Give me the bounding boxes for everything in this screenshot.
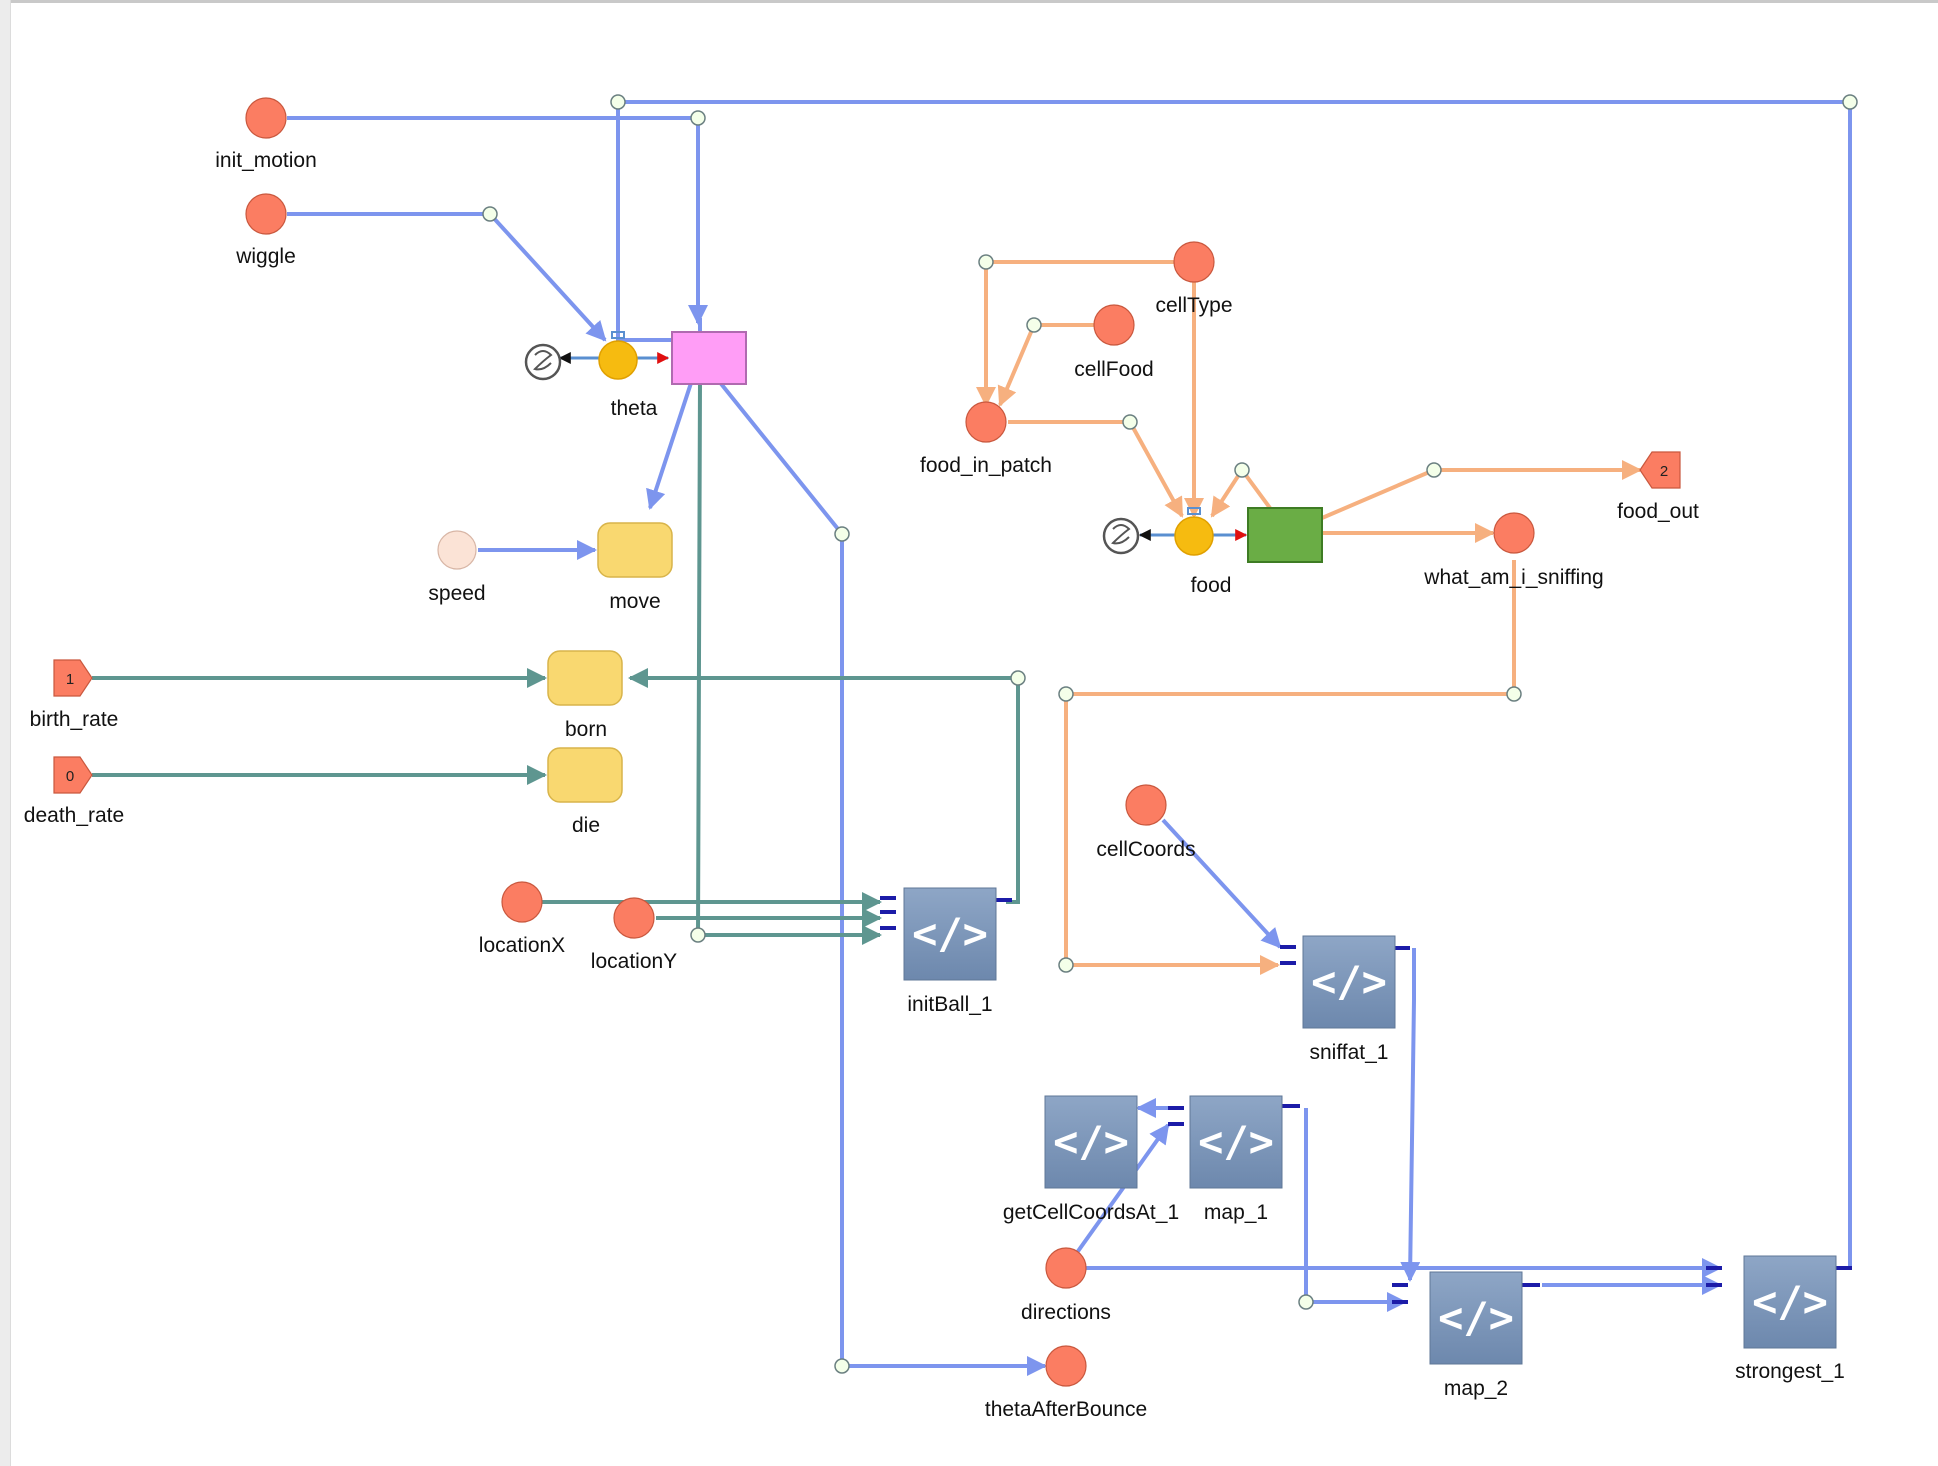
- food-in-patch-node[interactable]: [965, 401, 1007, 443]
- move-label: move: [609, 590, 660, 613]
- theta-stock[interactable]: [671, 331, 747, 385]
- cellcoords-node[interactable]: [1125, 784, 1167, 826]
- born-label: born: [565, 718, 607, 741]
- init-motion-label: init_motion: [215, 149, 317, 172]
- link-sniffing-to-sniffat: [1064, 560, 1516, 975]
- locationx-node[interactable]: [501, 881, 543, 923]
- die-converter[interactable]: [547, 747, 623, 803]
- sniffat-code-block[interactable]: </>: [1302, 935, 1396, 1029]
- map2-code-block[interactable]: </>: [1429, 1271, 1523, 1365]
- birth-rate-value: 1: [66, 671, 74, 688]
- getcellcoordsat-label: getCellCoordsAt_1: [1003, 1201, 1179, 1224]
- left-scroll-strip: [0, 0, 11, 1466]
- window-top-border: [0, 0, 1938, 3]
- directions-label: directions: [1021, 1301, 1111, 1324]
- link-theta-to-initball: [695, 379, 882, 945]
- food-out-value: 2: [1660, 463, 1668, 480]
- die-label: die: [572, 814, 600, 837]
- locationy-node[interactable]: [613, 897, 655, 939]
- theta-flow-valve[interactable]: [598, 340, 638, 380]
- what-am-i-sniffing-node[interactable]: [1493, 512, 1535, 554]
- link-initball-to-born: [628, 668, 1020, 904]
- link-init-motion-to-theta-stock: [616, 102, 702, 342]
- link-sniffat-to-map2: [1400, 948, 1421, 1282]
- what-am-i-sniffing-label: what_am_i_sniffing: [1423, 566, 1603, 589]
- food-valve-handle: [1187, 507, 1201, 515]
- cellfood-label: cellFood: [1074, 358, 1153, 381]
- teal-links: [92, 379, 1020, 945]
- link-big-loop-top: [618, 100, 1852, 1270]
- wiggle-node[interactable]: [245, 193, 287, 235]
- speed-label: speed: [428, 582, 485, 605]
- food-label: food: [1191, 574, 1232, 597]
- link-food-to-food-out: [1321, 460, 1642, 520]
- strongest-code-block[interactable]: </>: [1743, 1255, 1837, 1349]
- code-icon: </>: [1053, 1117, 1129, 1166]
- celltype-label: cellType: [1155, 294, 1232, 317]
- link-celltype-to-foodinpatch: [976, 260, 1180, 407]
- link-theta-to-move: [646, 379, 694, 510]
- theta-label: theta: [611, 397, 658, 420]
- map1-label: map_1: [1204, 1201, 1268, 1224]
- code-icon: </>: [1438, 1293, 1514, 1342]
- theta-after-bounce-label: thetaAfterBounce: [985, 1398, 1147, 1421]
- food-out-label: food_out: [1617, 500, 1699, 523]
- directions-node[interactable]: [1045, 1247, 1087, 1289]
- birth-rate-port[interactable]: [53, 659, 93, 697]
- birth-rate-label: birth_rate: [30, 708, 119, 731]
- death-rate-value: 0: [66, 768, 74, 785]
- cloud-icon: [524, 343, 562, 381]
- food-flow-valve[interactable]: [1174, 516, 1214, 556]
- connector-ticks: [880, 896, 1852, 1304]
- food-stock[interactable]: [1247, 507, 1323, 563]
- locationy-label: locationY: [591, 950, 677, 973]
- sniffat-label: sniffat_1: [1309, 1041, 1388, 1064]
- link-map1-to-map2: [1304, 1108, 1407, 1312]
- born-converter[interactable]: [547, 650, 623, 706]
- initball-code-block[interactable]: </>: [903, 887, 997, 981]
- wiggle-label: wiggle: [235, 245, 296, 268]
- death-rate-port[interactable]: [53, 756, 93, 794]
- init-motion-node[interactable]: [245, 97, 287, 139]
- theta-valve-handle: [611, 331, 625, 339]
- initball-label: initBall_1: [907, 993, 992, 1016]
- death-rate-label: death_rate: [24, 804, 124, 827]
- link-cellcoords-to-sniffat: [1161, 818, 1282, 949]
- code-icon: </>: [1198, 1117, 1274, 1166]
- cloud-icon: [1102, 517, 1140, 555]
- link-directions-to-map1: [1064, 1123, 1170, 1270]
- link-wiggle-to-theta: [287, 212, 607, 342]
- cellcoords-label: cellCoords: [1096, 838, 1195, 861]
- celltype-node[interactable]: [1173, 241, 1215, 283]
- food-in-patch-label: food_in_patch: [920, 454, 1052, 477]
- code-icon: </>: [912, 909, 988, 958]
- locationx-label: locationX: [479, 934, 565, 957]
- food-out-port[interactable]: [1639, 451, 1681, 489]
- waypoint-handles[interactable]: [482, 94, 1858, 1374]
- code-icon: </>: [1752, 1277, 1828, 1326]
- getcellcoordsat-code-block[interactable]: </>: [1044, 1095, 1138, 1189]
- speed-node[interactable]: [437, 530, 477, 570]
- theta-after-bounce-node[interactable]: [1045, 1345, 1087, 1387]
- map2-label: map_2: [1444, 1377, 1508, 1400]
- cellfood-node[interactable]: [1093, 304, 1135, 346]
- map1-code-block[interactable]: </>: [1189, 1095, 1283, 1189]
- move-converter[interactable]: [597, 522, 673, 578]
- link-theta-to-bounce: [716, 378, 1047, 1376]
- strongest-label: strongest_1: [1735, 1360, 1845, 1383]
- code-icon: </>: [1311, 957, 1387, 1006]
